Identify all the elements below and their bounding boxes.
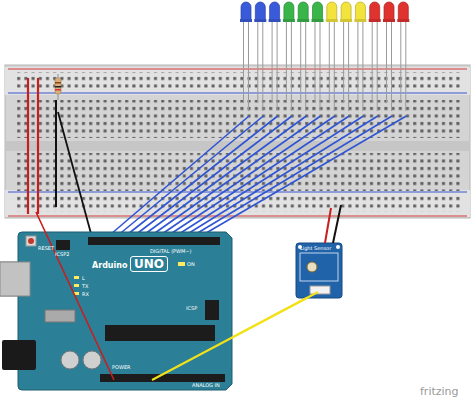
- board-label: DIGITAL (PWM~): [150, 249, 192, 254]
- led: [269, 2, 281, 111]
- board-label: L: [82, 276, 85, 281]
- node-title: Light Sensor: [300, 246, 331, 251]
- rail-holes: [14, 72, 460, 88]
- capacitor: [83, 351, 101, 369]
- icsp2-header: [56, 240, 70, 250]
- node-text: Arduino: [92, 262, 128, 270]
- microcontroller-chip: [105, 325, 215, 341]
- led-row: [240, 2, 409, 111]
- capacitor: [61, 351, 79, 369]
- digital-header: [88, 237, 220, 245]
- board-label: ON: [187, 262, 195, 267]
- led: [240, 2, 252, 111]
- led: [340, 2, 352, 111]
- led: [297, 2, 309, 111]
- signal-wire: [232, 298, 307, 338]
- led: [312, 2, 324, 111]
- sensor-connector: [310, 286, 330, 294]
- power-jack: [2, 340, 36, 370]
- icsp-header: [205, 300, 219, 320]
- board-label: TX: [82, 284, 88, 289]
- node-title: UNO: [130, 256, 168, 272]
- led: [369, 2, 381, 111]
- led: [283, 2, 295, 111]
- led: [326, 2, 338, 111]
- led: [254, 2, 266, 111]
- watermark: fritzing: [420, 386, 459, 397]
- reset-button: [26, 236, 36, 246]
- sensor-board: [296, 243, 342, 298]
- red-wire: [36, 212, 114, 380]
- led: [383, 2, 395, 111]
- resistor-symbol: [55, 78, 61, 94]
- arduino-board: [18, 232, 232, 390]
- board-label: ICSP: [186, 306, 197, 311]
- board-label: ANALOG IN: [192, 383, 220, 388]
- red-wire: [325, 208, 331, 243]
- board-label: POWER: [112, 365, 131, 370]
- board-label: ICSP2: [55, 252, 69, 257]
- black-wire: [333, 205, 341, 243]
- power-rail: [5, 67, 470, 95]
- black-wire: [58, 112, 93, 241]
- board-label: RESET: [38, 246, 54, 251]
- terminal-holes: [14, 153, 460, 191]
- blue-wires: [104, 116, 406, 240]
- light-sensor-module: Light Sensor: [296, 243, 342, 298]
- red-wire: [27, 78, 29, 214]
- led: [354, 2, 366, 111]
- led: [397, 2, 409, 111]
- red-wire: [37, 78, 39, 214]
- yellow-wire: [152, 292, 318, 380]
- breadboard: [5, 65, 470, 218]
- terminal-holes: [14, 100, 460, 138]
- board-label: RX: [82, 292, 89, 297]
- center-channel: [5, 141, 470, 151]
- crystal: [45, 310, 75, 322]
- black-wire: [55, 100, 57, 207]
